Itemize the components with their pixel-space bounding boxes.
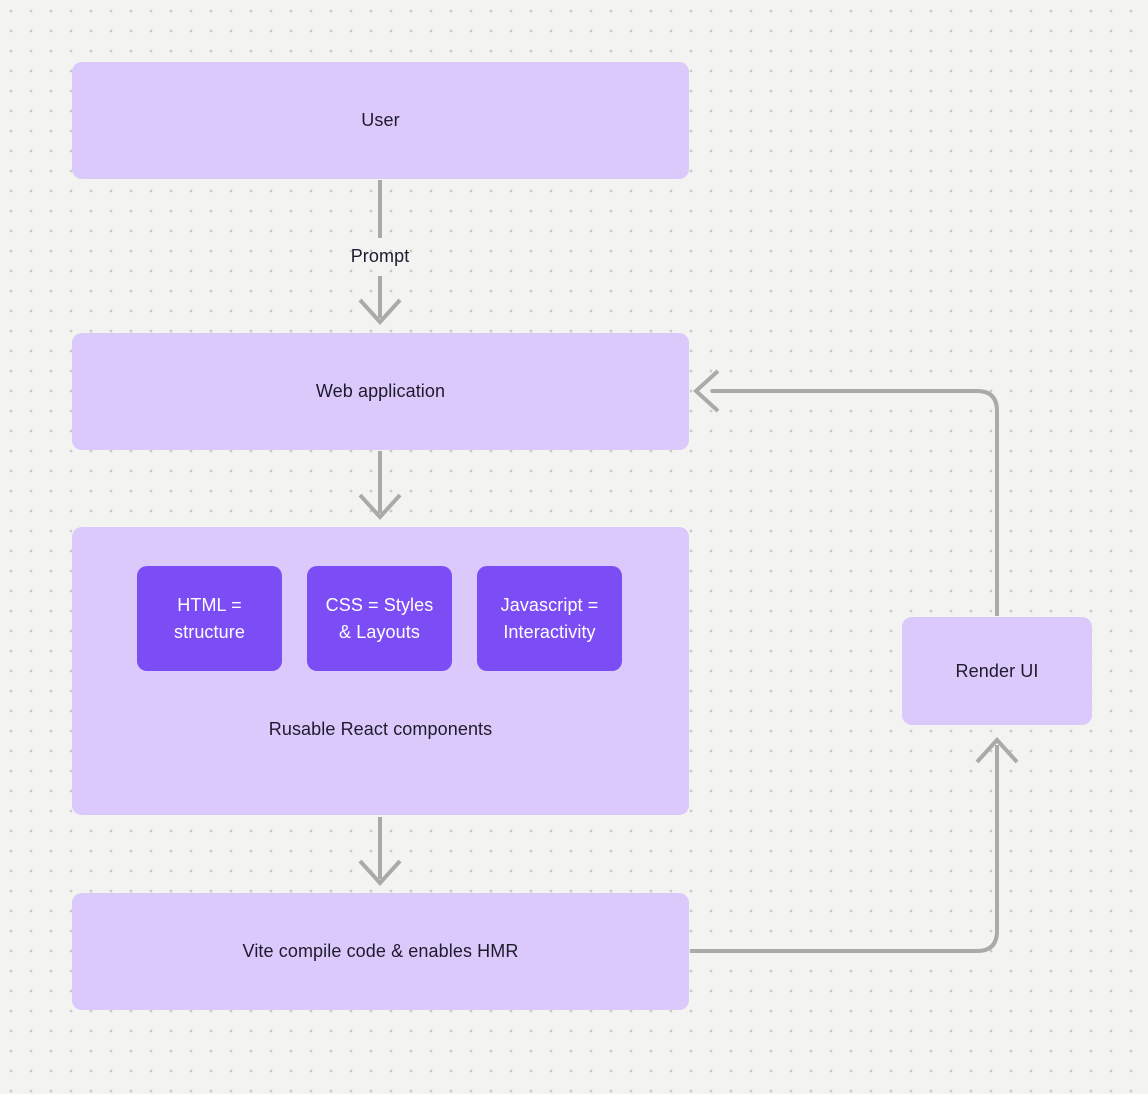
- edge-components-to-vite: [358, 817, 402, 886]
- node-javascript[interactable]: Javascript = Interactivity: [477, 566, 622, 671]
- node-css-label: CSS = Styles & Layouts: [325, 595, 434, 642]
- edge-render-ui-to-web-application: [693, 369, 999, 616]
- edge-web-application-to-components: [358, 451, 402, 520]
- node-css[interactable]: CSS = Styles & Layouts: [307, 566, 452, 671]
- edge-label-prompt: Prompt: [350, 246, 410, 266]
- node-html-label: HTML = structure: [174, 595, 245, 642]
- node-vite-label: Vite compile code & enables HMR: [242, 941, 519, 962]
- node-javascript-label: Javascript = Interactivity: [500, 595, 599, 642]
- node-render-ui-label: Render UI: [955, 660, 1039, 681]
- node-html[interactable]: HTML = structure: [137, 566, 282, 671]
- node-components-group[interactable]: HTML = structure CSS = Styles & Layouts …: [72, 527, 689, 815]
- node-web-application-label: Web application: [315, 381, 446, 402]
- node-user-label: User: [361, 110, 400, 131]
- node-components-group-label: Rusable React components: [268, 719, 493, 739]
- node-web-application[interactable]: Web application: [72, 333, 689, 450]
- edge-vite-to-render-ui: [690, 737, 1019, 953]
- node-user[interactable]: User: [72, 62, 689, 179]
- node-vite[interactable]: Vite compile code & enables HMR: [72, 893, 689, 1010]
- node-render-ui[interactable]: Render UI: [902, 617, 1092, 725]
